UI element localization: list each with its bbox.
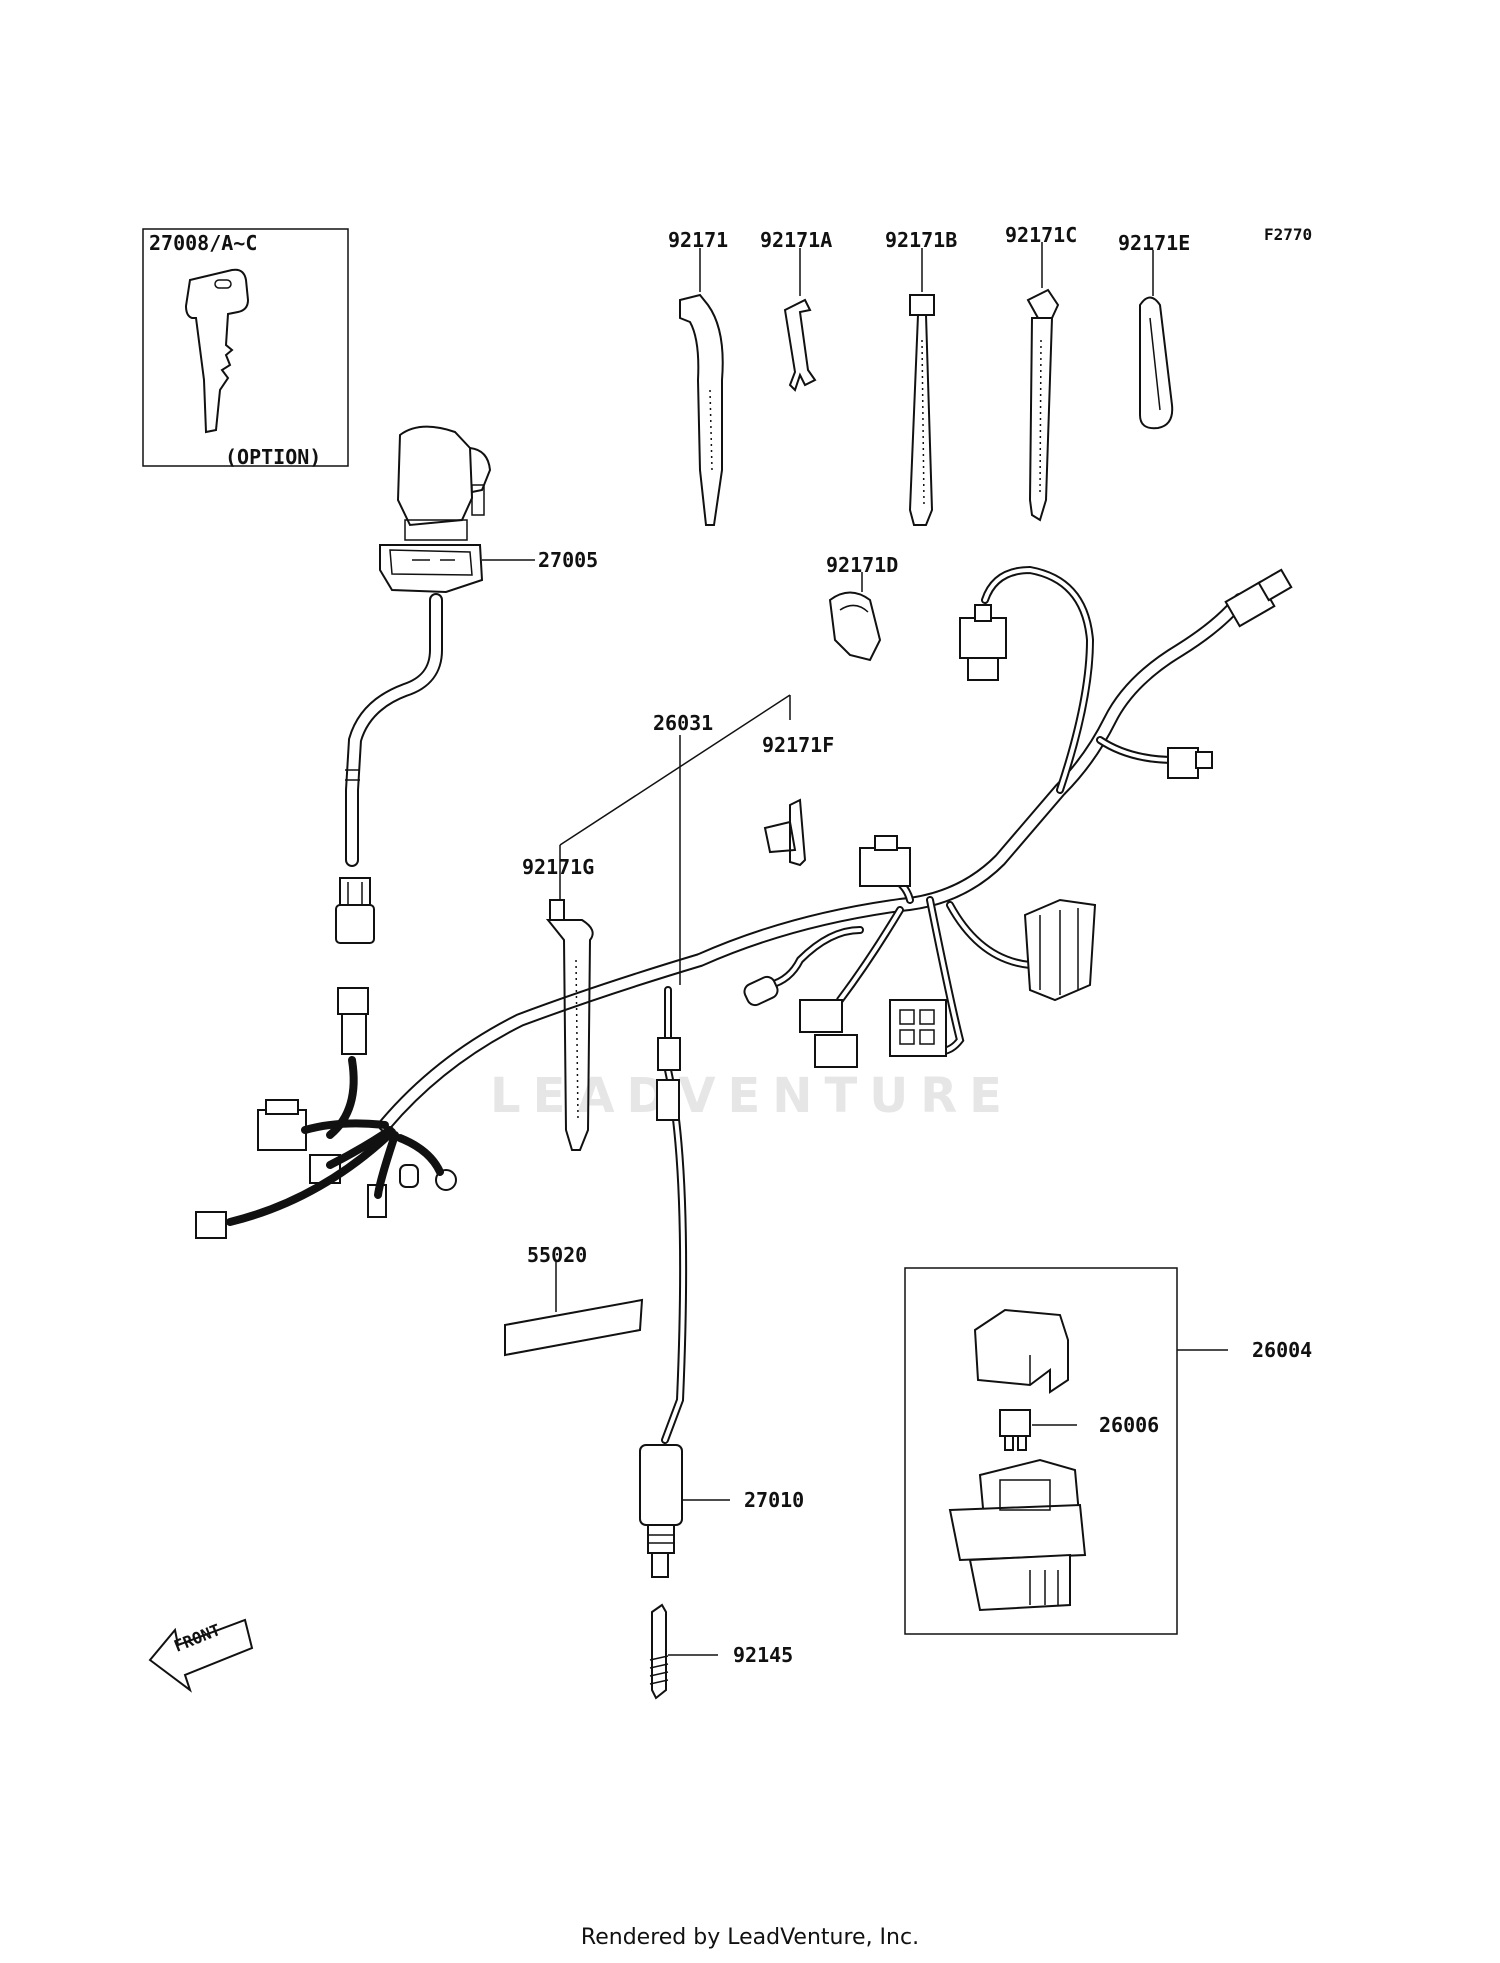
relay-cover-icon xyxy=(973,1308,1069,1394)
relay-box xyxy=(904,1267,1178,1635)
part-label-27010: 27010 xyxy=(744,1488,805,1512)
sensor-connector-icon xyxy=(656,1037,681,1121)
key-icon xyxy=(184,268,250,434)
part-label-26004: 26004 xyxy=(1252,1338,1313,1362)
diagram-code: F2770 xyxy=(1264,225,1313,244)
part-label-92171: 92171 xyxy=(668,228,729,252)
relay-icon xyxy=(948,1458,1087,1612)
clamp-92171B-icon xyxy=(908,294,935,526)
part-label-92171B: 92171B xyxy=(885,228,958,252)
part-label-92171D: 92171D xyxy=(826,553,899,577)
connector-block-right-icon xyxy=(1023,898,1097,1002)
part-label-92171F: 92171F xyxy=(762,733,835,757)
watermark: LEADVENTURE xyxy=(490,1068,1014,1124)
part-label-92171G: 92171G xyxy=(522,855,595,879)
key-part-label: 27008/A~C xyxy=(149,231,258,255)
connector-right-small-icon xyxy=(1167,747,1213,779)
ignition-switch-icon xyxy=(379,425,492,594)
part-label-92171C: 92171C xyxy=(1005,223,1078,247)
clamp-92171E-icon xyxy=(1139,296,1174,430)
connector-round-icon xyxy=(743,975,779,1007)
clamp-92171A-icon xyxy=(783,298,817,392)
neutral-switch-icon xyxy=(639,1444,683,1578)
part-label-26006: 26006 xyxy=(1099,1413,1160,1437)
part-label-92171E: 92171E xyxy=(1118,231,1191,255)
ignition-connector-icon xyxy=(335,877,375,944)
ignition-wire xyxy=(345,593,443,867)
connector-left-upper-icon xyxy=(337,987,369,1055)
part-label-27005: 27005 xyxy=(538,548,599,572)
part-label-92171A: 92171A xyxy=(760,228,833,252)
clamp-92171G-icon xyxy=(545,899,594,1151)
connector-left-block-icon xyxy=(257,1099,307,1151)
connector-top-right-icon xyxy=(1224,568,1293,628)
connector-top-left-icon xyxy=(959,604,1007,681)
clamp-92171C-icon xyxy=(1026,288,1060,522)
connector-square-icon xyxy=(889,999,947,1057)
main-harness xyxy=(378,593,1247,1132)
footer-credit: Rendered by LeadVenture, Inc. xyxy=(580,1925,920,1950)
key-box xyxy=(142,228,349,467)
ground-lug-icon xyxy=(399,1164,457,1191)
part-label-26031: 26031 xyxy=(653,711,714,735)
spring-92145-icon xyxy=(649,1603,669,1700)
clamp-92171D-icon xyxy=(828,591,882,662)
connector-left-bottom-icon xyxy=(195,1211,227,1239)
connector-coupler-mid-icon xyxy=(859,835,911,887)
connector-pair-icon xyxy=(799,999,858,1068)
key-option-note: (OPTION) xyxy=(225,445,322,469)
label-sticker-icon xyxy=(504,1298,644,1357)
front-arrow-icon xyxy=(148,1618,254,1693)
clip-92171F-icon xyxy=(763,798,807,867)
clamp-92171-icon xyxy=(679,293,724,526)
part-label-92145: 92145 xyxy=(733,1643,794,1667)
part-label-55020: 55020 xyxy=(527,1243,588,1267)
fuse-26006-icon xyxy=(999,1409,1031,1451)
